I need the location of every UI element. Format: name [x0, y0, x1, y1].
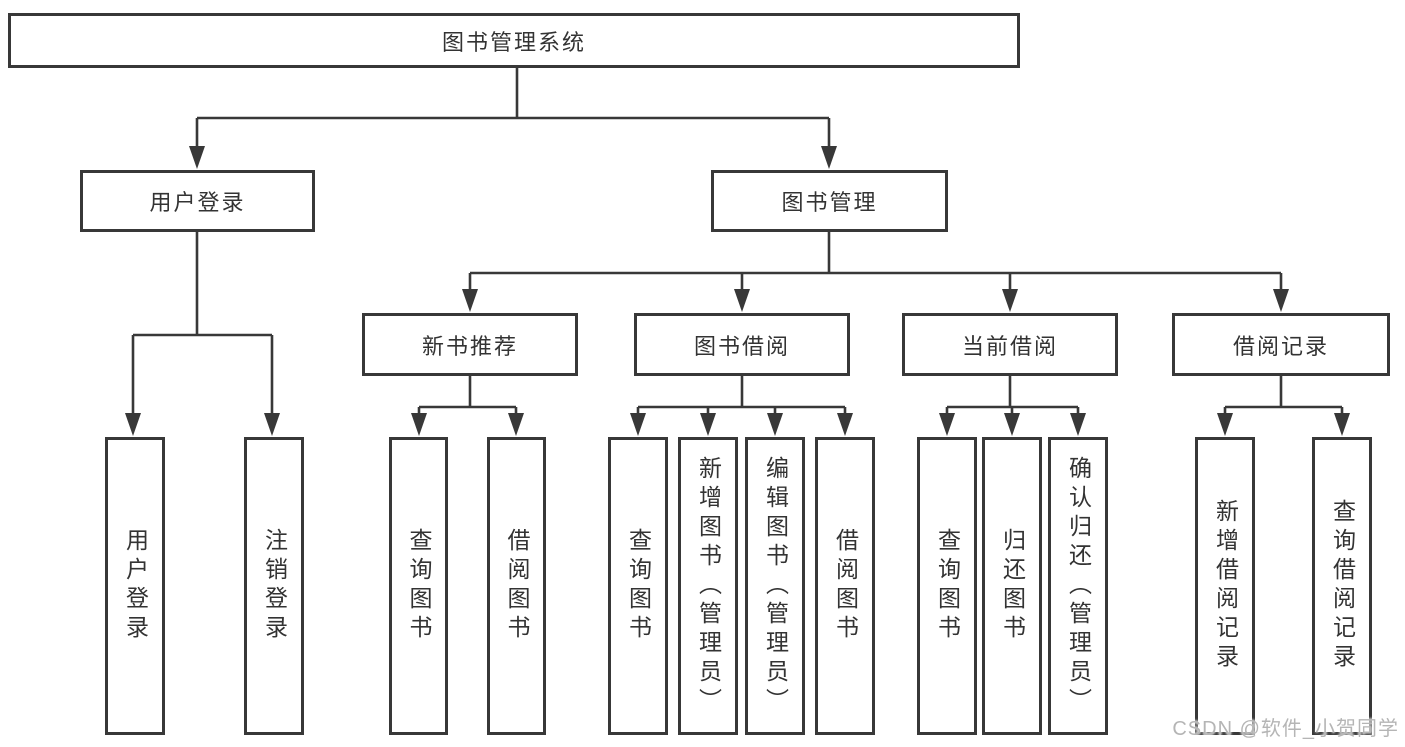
leaf-add-books-admin: 新增图书（管理员）: [678, 437, 738, 735]
arrowhead: [821, 146, 837, 169]
node-book-borrow: 图书借阅: [634, 313, 850, 376]
arrowhead: [1004, 413, 1020, 436]
leaf-edit-books-admin: 编辑图书（管理员）: [745, 437, 805, 735]
leaf-query-books-current: 查询图书: [917, 437, 977, 735]
arrowhead: [767, 413, 783, 436]
leaf-borrow-books-recommend: 借阅图书: [487, 437, 546, 735]
csdn-watermark: CSDN @软件_小贺同学: [1172, 718, 1399, 740]
arrowhead: [939, 413, 955, 436]
leaf-user-login: 用户登录: [105, 437, 165, 735]
arrowhead: [125, 413, 141, 436]
leaf-query-borrow-record: 查询借阅记录: [1312, 437, 1372, 735]
arrowhead: [700, 413, 716, 436]
node-user-login: 用户登录: [80, 170, 315, 232]
leaf-confirm-return-admin: 确认归还（管理员）: [1048, 437, 1108, 735]
arrowhead: [411, 413, 427, 436]
node-book-management: 图书管理: [711, 170, 948, 232]
arrowhead: [189, 146, 205, 169]
arrowhead: [508, 413, 524, 436]
arrowhead: [1070, 413, 1086, 436]
leaf-return-books: 归还图书: [982, 437, 1042, 735]
leaf-query-books-recommend: 查询图书: [389, 437, 448, 735]
node-current-borrow: 当前借阅: [902, 313, 1118, 376]
arrowhead: [1217, 413, 1233, 436]
leaf-logout: 注销登录: [244, 437, 304, 735]
node-new-book-recommend: 新书推荐: [362, 313, 578, 376]
leaf-borrow-books: 借阅图书: [815, 437, 875, 735]
arrowhead: [1273, 289, 1289, 312]
leaf-query-books-borrow: 查询图书: [608, 437, 668, 735]
arrowhead: [1334, 413, 1350, 436]
arrowhead: [837, 413, 853, 436]
arrowhead: [462, 289, 478, 312]
node-library-system: 图书管理系统: [8, 13, 1020, 68]
arrowhead: [1002, 289, 1018, 312]
arrowhead: [630, 413, 646, 436]
arrowhead: [264, 413, 280, 436]
arrowhead: [734, 289, 750, 312]
leaf-add-borrow-record: 新增借阅记录: [1195, 437, 1255, 735]
node-borrow-records: 借阅记录: [1172, 313, 1390, 376]
